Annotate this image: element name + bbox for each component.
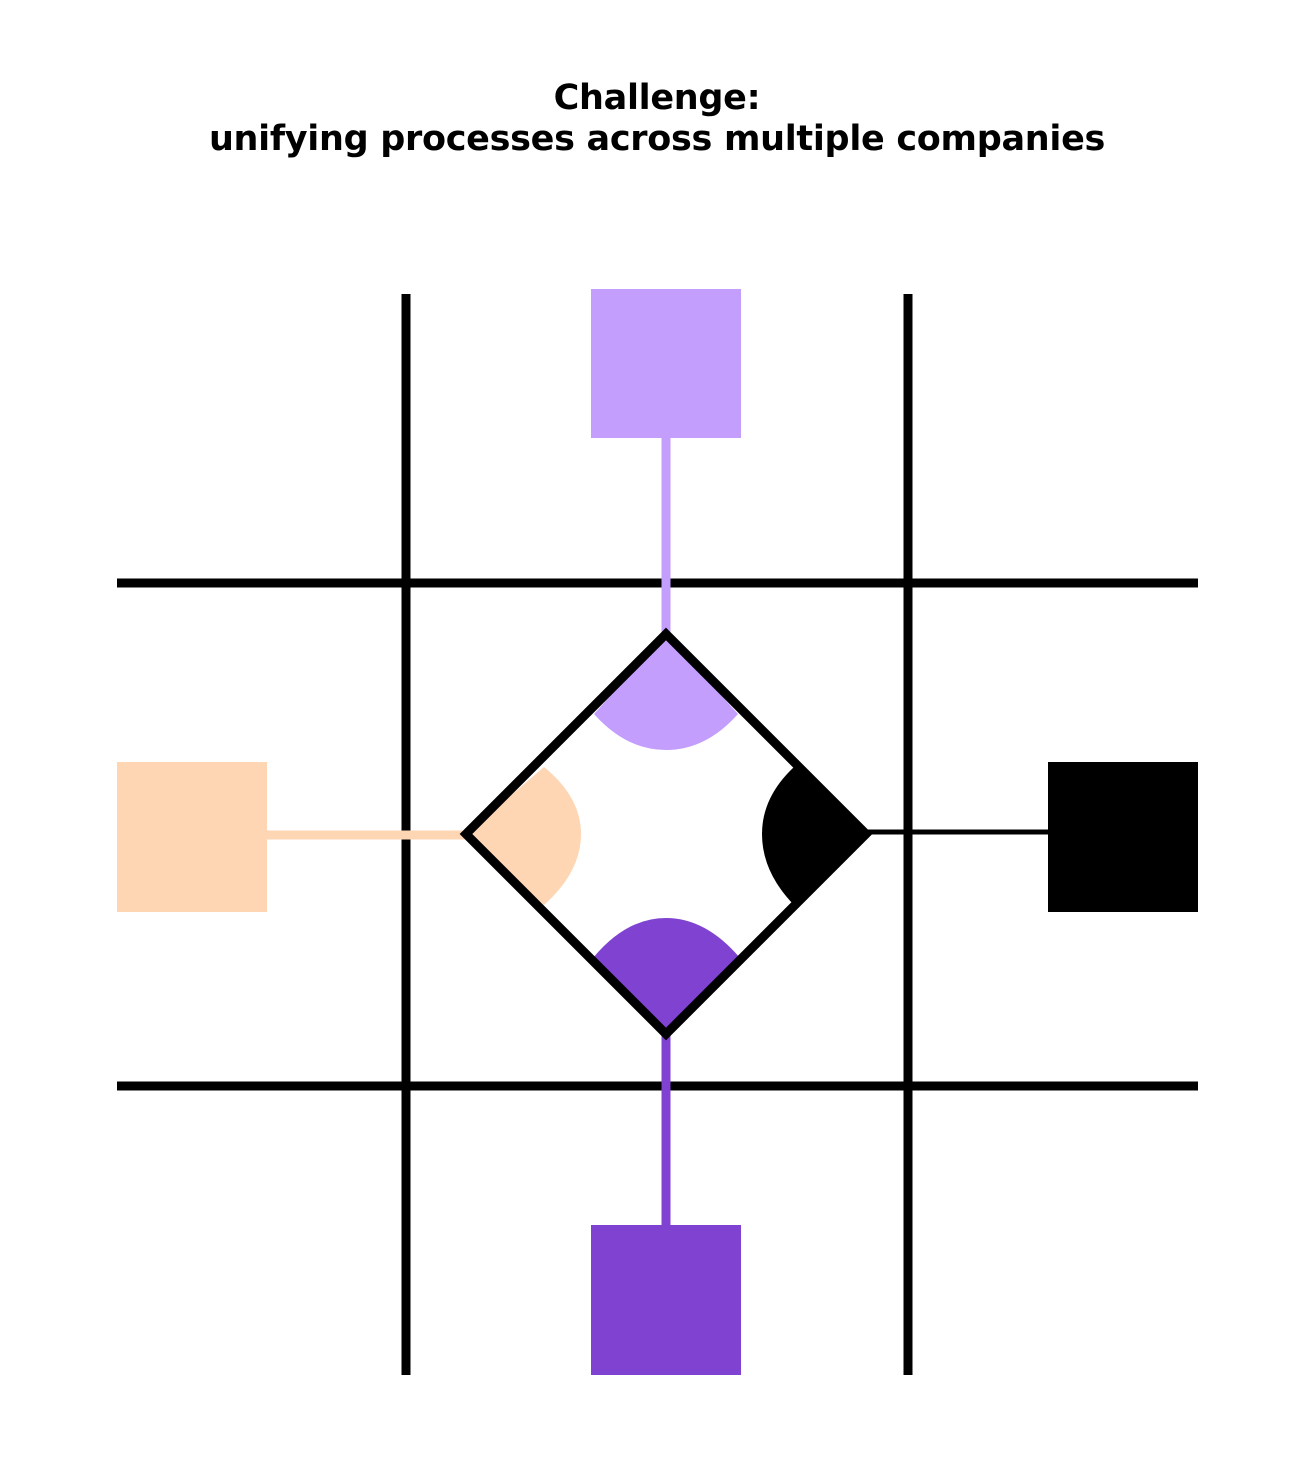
bottom-node-square <box>591 1225 741 1375</box>
hub-top-quadrant <box>594 634 738 750</box>
central-hub <box>459 627 873 1041</box>
right-node-square <box>1048 762 1198 912</box>
title-line-2: unifying processes across multiple compa… <box>208 119 1106 159</box>
hub-right-quadrant <box>762 767 866 905</box>
company-nodes <box>117 289 1198 1375</box>
hub-left-quadrant <box>466 767 581 905</box>
left-node-square <box>117 762 267 912</box>
connectors <box>266 437 1050 1226</box>
title-line-1: Challenge: <box>553 78 761 118</box>
top-node-square <box>591 289 741 438</box>
hub-outline <box>459 627 873 1041</box>
hub-bottom-quadrant <box>593 918 740 1034</box>
diagram-title: Challenge: unifying processes across mul… <box>0 78 1314 160</box>
